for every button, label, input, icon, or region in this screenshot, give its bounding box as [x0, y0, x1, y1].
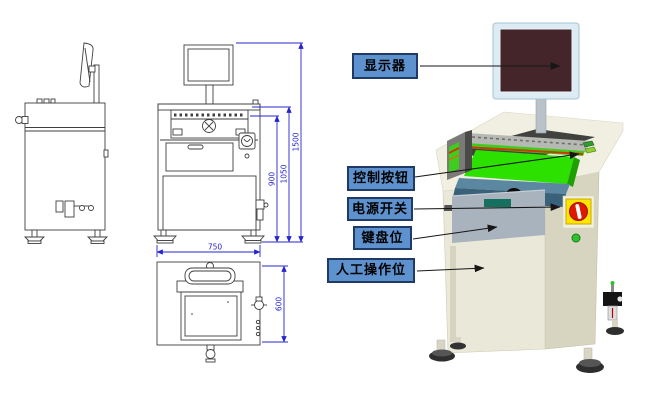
- dimension-lines: 900 1050 1500 750 600: [156, 42, 304, 343]
- dim-width: 750: [156, 243, 261, 257]
- front-monitor-icon: [183, 44, 234, 86]
- dim-depth-value: 600: [275, 297, 284, 312]
- front-view-drawing: [152, 44, 269, 244]
- top-view-drawing: [156, 261, 267, 363]
- front-air-filter-icon: [255, 199, 269, 221]
- machine-3d-render: [429, 22, 624, 373]
- power-switch-icon: [562, 195, 595, 229]
- side-view-drawing: [15, 42, 109, 244]
- dim-overall-height-value: 1500: [292, 132, 301, 151]
- keyboard-slot: [484, 199, 511, 207]
- callout-manual-operation-position: 人工操作位: [327, 258, 415, 283]
- side-monitor-icon: [79, 42, 94, 88]
- dim-table-height-value: 900: [268, 172, 277, 187]
- front-feet-icon: [152, 229, 266, 244]
- air-filter-3d-icon: [603, 281, 623, 321]
- arrow-to-keyboard: [412, 224, 498, 240]
- callout-keyboard-position: 键盘位: [353, 226, 412, 250]
- dim-conveyor-height-value: 1050: [280, 164, 289, 183]
- side-knob-icon: [15, 116, 23, 124]
- monitor-pole: [535, 96, 547, 134]
- dim-table-height: 900: [268, 115, 280, 243]
- dim-depth: 600: [262, 265, 288, 343]
- callout-arrows: [412, 62, 580, 273]
- callout-control-buttons: 控制按钮: [347, 166, 415, 191]
- top-valve-icon: [251, 296, 267, 337]
- keyboard-panel: [451, 189, 546, 243]
- arrow-to-manual-operation: [416, 264, 485, 273]
- callout-monitor: 显示器: [352, 53, 418, 79]
- dim-overall-height: 1500: [292, 42, 304, 243]
- callout-power-switch: 电源开关: [347, 197, 413, 221]
- dim-width-value: 750: [208, 243, 223, 252]
- side-feet-icon: [23, 229, 109, 244]
- monitor-screen: [499, 28, 573, 93]
- control-button-icon: [582, 140, 597, 154]
- arrow-to-control-buttons: [414, 151, 580, 178]
- dim-conveyor-height: 1050: [280, 106, 292, 243]
- conveyor-rail-red-stripe: [464, 146, 584, 155]
- indicator-light-icon: [571, 233, 581, 243]
- machine-feet-icon: [429, 320, 624, 373]
- recess-back-rail: [465, 133, 590, 152]
- front-power-switch-icon: [238, 132, 256, 159]
- arrow-to-power-switch: [413, 203, 561, 211]
- side-air-filter-icon: [55, 200, 94, 218]
